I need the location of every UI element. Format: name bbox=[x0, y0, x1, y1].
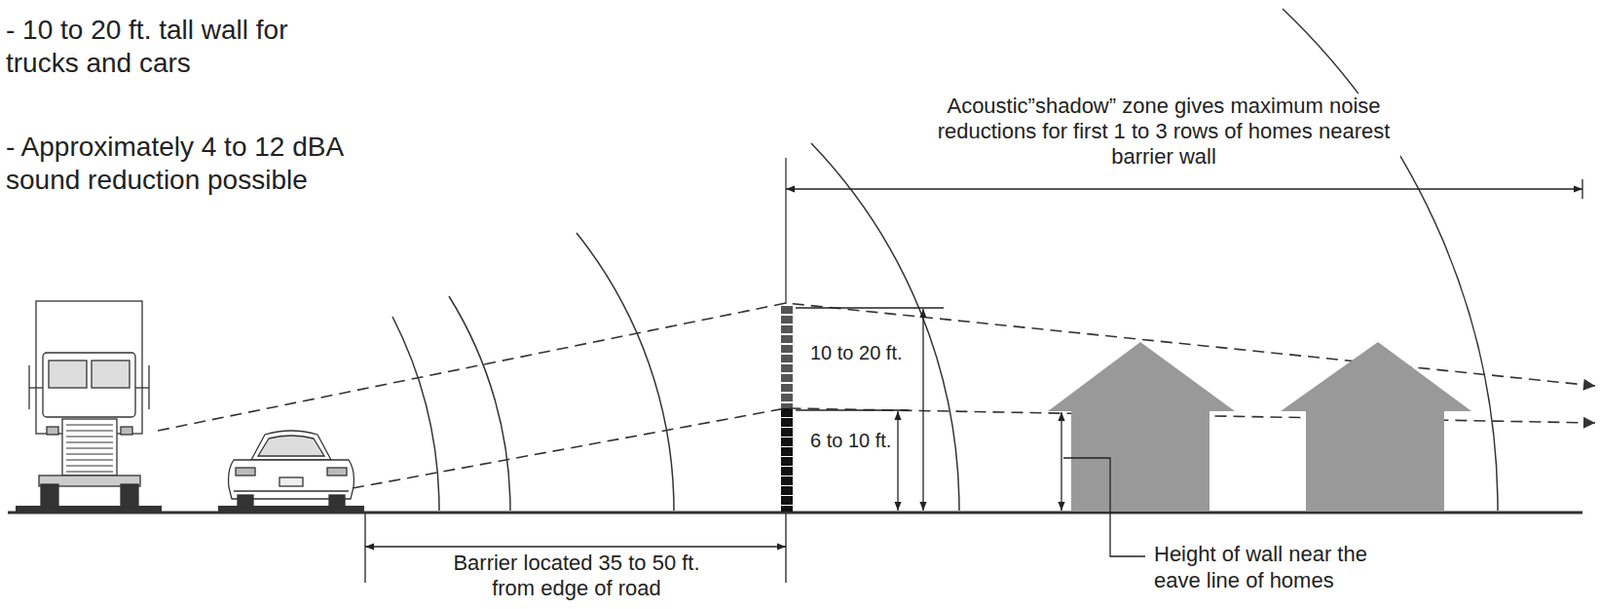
shadow-zone-extension bbox=[784, 157, 786, 304]
wall-block bbox=[781, 364, 793, 373]
wall-block bbox=[781, 354, 793, 363]
grille-bar bbox=[66, 471, 113, 473]
wave-front bbox=[448, 296, 511, 511]
dimension-lines-part bbox=[1581, 179, 1583, 199]
car-figure-part bbox=[279, 477, 303, 486]
truck-figure-part bbox=[91, 360, 130, 388]
dimension-lines-part bbox=[922, 308, 924, 511]
car-figure bbox=[228, 430, 355, 507]
wall-block bbox=[781, 505, 793, 512]
houses-part bbox=[1280, 341, 1472, 411]
dimension-label: 10 to 20 ft. bbox=[808, 340, 905, 365]
car-figure-part bbox=[251, 430, 332, 460]
dimension-lines-part bbox=[365, 545, 786, 547]
grille-bar bbox=[66, 430, 113, 432]
wall-block bbox=[781, 315, 793, 324]
dimension-lines-part bbox=[795, 306, 944, 308]
car-figure-part bbox=[327, 467, 347, 476]
grille-bar bbox=[66, 465, 113, 467]
wave-front bbox=[1282, 8, 1498, 511]
grille-bar bbox=[66, 442, 113, 444]
wall-block bbox=[781, 325, 793, 334]
grille-bar bbox=[66, 447, 113, 449]
wall-block bbox=[781, 476, 793, 485]
wall-block bbox=[781, 495, 793, 505]
wall-block bbox=[781, 383, 793, 392]
wave-front bbox=[392, 316, 440, 511]
truck-figure-part bbox=[36, 300, 143, 434]
wall-block bbox=[781, 446, 793, 456]
dimension-lines-part bbox=[1060, 411, 1062, 511]
car-figure-part bbox=[329, 494, 345, 507]
wall-block bbox=[781, 408, 793, 417]
wall-block bbox=[781, 334, 793, 343]
truck-figure-part bbox=[48, 360, 87, 388]
houses-part bbox=[1305, 410, 1445, 512]
grille-bar bbox=[66, 453, 113, 455]
wall-block bbox=[781, 373, 793, 382]
truck-figure-part bbox=[46, 426, 59, 435]
car-figure-part bbox=[258, 435, 325, 456]
wall-block bbox=[781, 456, 793, 466]
houses-part bbox=[1071, 410, 1210, 512]
wall-block bbox=[781, 485, 793, 495]
shadow-zone-label: Acoustic”shadow” zone gives maximum nois… bbox=[927, 93, 1401, 170]
car-figure-part bbox=[228, 459, 355, 499]
truck-figure-part bbox=[120, 426, 133, 435]
grille-bar bbox=[66, 424, 113, 426]
dimension-lines-part bbox=[785, 187, 1583, 189]
wall-block bbox=[781, 437, 793, 447]
dimension-lines-part bbox=[896, 410, 898, 511]
truck-figure-part bbox=[62, 418, 117, 476]
sound-waves bbox=[392, 8, 1498, 511]
feature-note: - 10 to 20 ft. tall wall for trucks and … bbox=[3, 13, 367, 80]
grille-bar bbox=[66, 436, 113, 438]
dimension-lines-part bbox=[795, 409, 909, 410]
truck-figure bbox=[29, 300, 149, 507]
truck-figure-part bbox=[29, 386, 43, 388]
callout-label: Height of wall near the eave line of hom… bbox=[1152, 541, 1412, 595]
houses bbox=[1047, 341, 1472, 512]
dimension-lines-part bbox=[364, 513, 366, 583]
truck-grille bbox=[66, 424, 113, 472]
car-figure-part bbox=[235, 467, 256, 476]
wall-block bbox=[781, 305, 793, 314]
dimension-lines bbox=[365, 179, 1583, 583]
truck-figure-part bbox=[120, 483, 139, 507]
truck-figure-part bbox=[135, 386, 149, 388]
car-figure-part bbox=[233, 489, 349, 491]
wall-block bbox=[781, 393, 793, 402]
feature-note: - Approximately 4 to 12 dBA sound reduct… bbox=[3, 130, 423, 197]
wave-front bbox=[811, 143, 960, 511]
houses-part bbox=[1047, 341, 1235, 411]
truck-figure-part bbox=[40, 483, 59, 507]
wall-block bbox=[781, 344, 793, 353]
wall-block bbox=[781, 427, 793, 437]
dimension-label: Barrier located 35 to 50 ft. from edge o… bbox=[435, 550, 718, 601]
dimension-lines-part bbox=[784, 513, 786, 583]
wall-block bbox=[781, 417, 793, 427]
grille-bar bbox=[66, 459, 113, 461]
wave-front bbox=[576, 232, 674, 511]
car-figure-part bbox=[237, 494, 254, 507]
truck-figure-part bbox=[42, 352, 136, 417]
truck-lane bbox=[15, 505, 162, 512]
dimension-lines-part bbox=[1063, 457, 1146, 557]
dimension-label: 6 to 10 ft. bbox=[808, 428, 894, 452]
wall-block bbox=[781, 466, 793, 476]
